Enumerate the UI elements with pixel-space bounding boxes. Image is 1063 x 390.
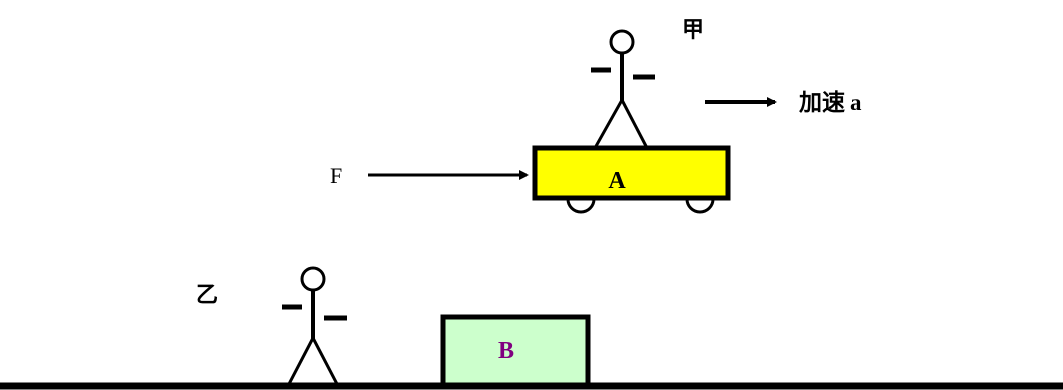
box-b: B [440,314,591,390]
acceleration-text: 加速 [798,89,845,116]
person-jia [591,29,655,149]
person-yi-leg-left [287,337,315,385]
person-yi-leg-right [311,337,339,385]
acceleration-symbol: a [850,90,862,115]
cart-body [532,145,731,201]
person-yi-head [300,266,326,292]
person-jia-label: 甲 [682,18,704,43]
cart-a: A [532,145,731,214]
person-yi [282,266,347,385]
box-body [440,314,591,390]
person-jia-head [609,29,635,55]
box-label: B [498,338,514,364]
force-label: F [330,163,342,188]
person-jia-leg-right [620,99,649,149]
person-jia-leg-left [593,99,624,149]
person-yi-label: 乙 [196,283,218,308]
cart-label: A [608,168,626,194]
